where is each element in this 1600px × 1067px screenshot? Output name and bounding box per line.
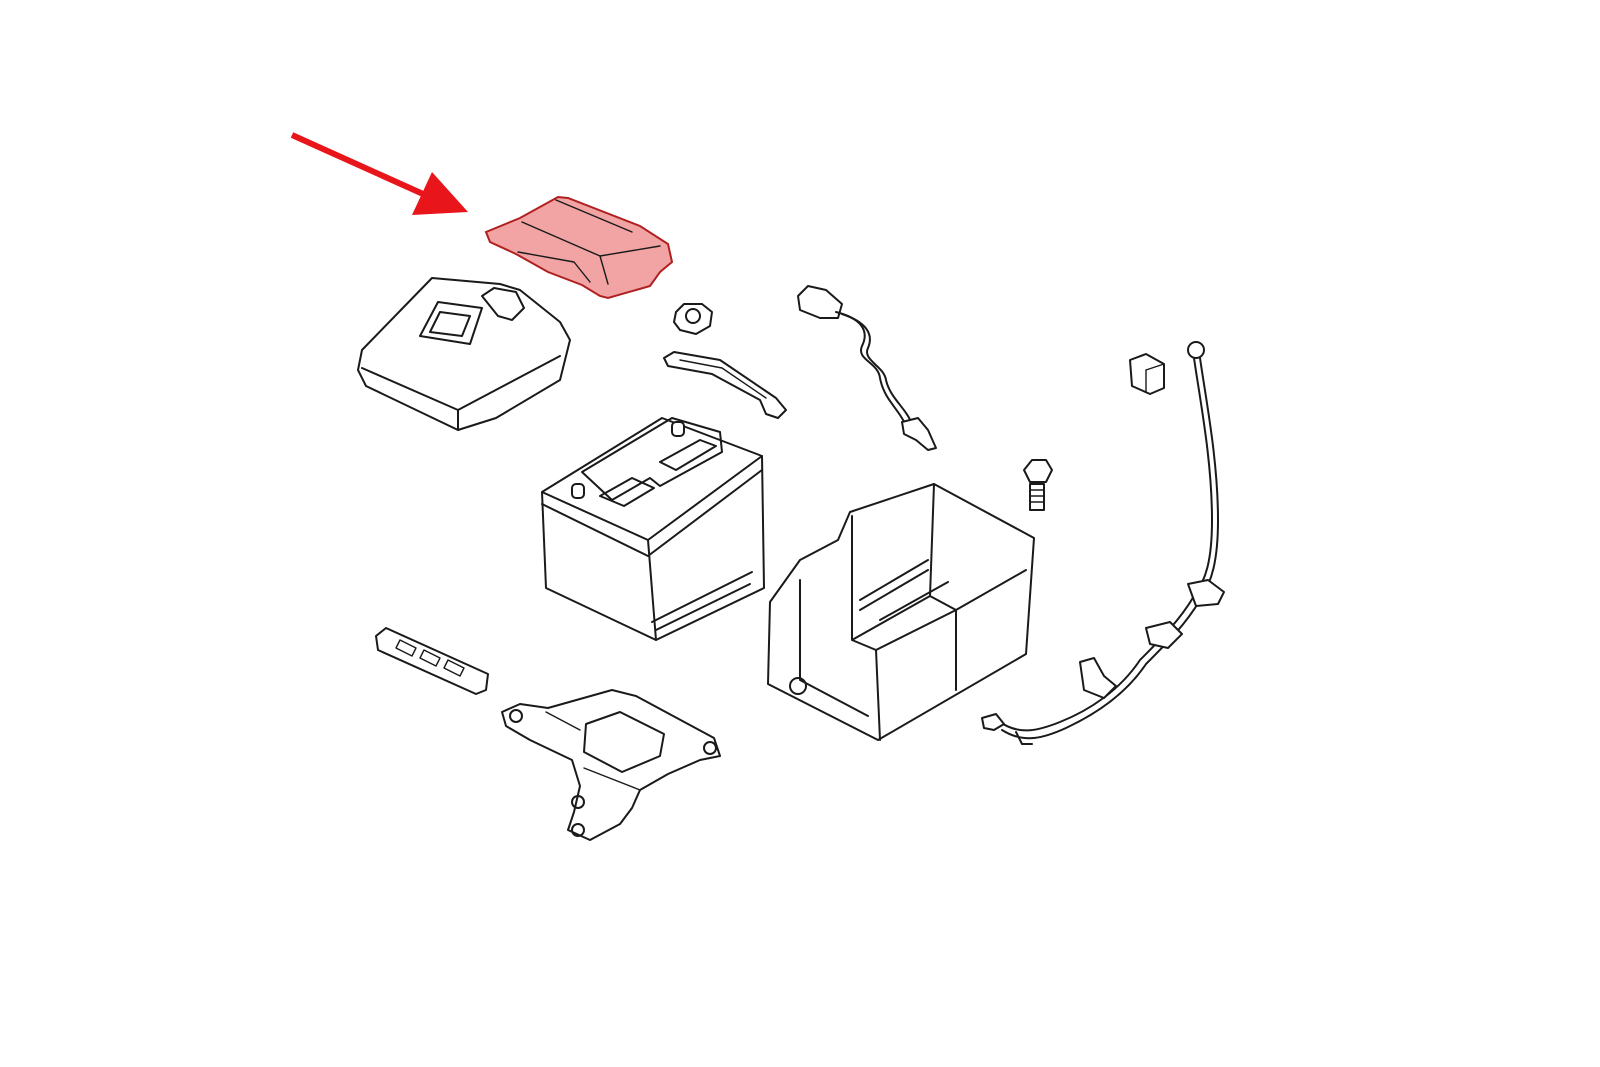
terminal-cap[interactable]	[1129, 353, 1165, 395]
ground-cable[interactable]	[981, 341, 1225, 745]
battery-cover[interactable]	[357, 277, 571, 431]
hold-down-bar[interactable]	[663, 351, 787, 419]
bolt[interactable]	[1023, 459, 1053, 511]
tray-bracket[interactable]	[501, 689, 721, 841]
battery-tray[interactable]	[767, 483, 1035, 741]
pointer-arrow	[290, 132, 468, 215]
nut[interactable]	[673, 303, 713, 335]
positive-cable[interactable]	[797, 285, 937, 451]
spacer[interactable]	[375, 627, 489, 695]
battery-terminal-cover[interactable]	[484, 195, 674, 300]
battery[interactable]	[541, 417, 765, 641]
